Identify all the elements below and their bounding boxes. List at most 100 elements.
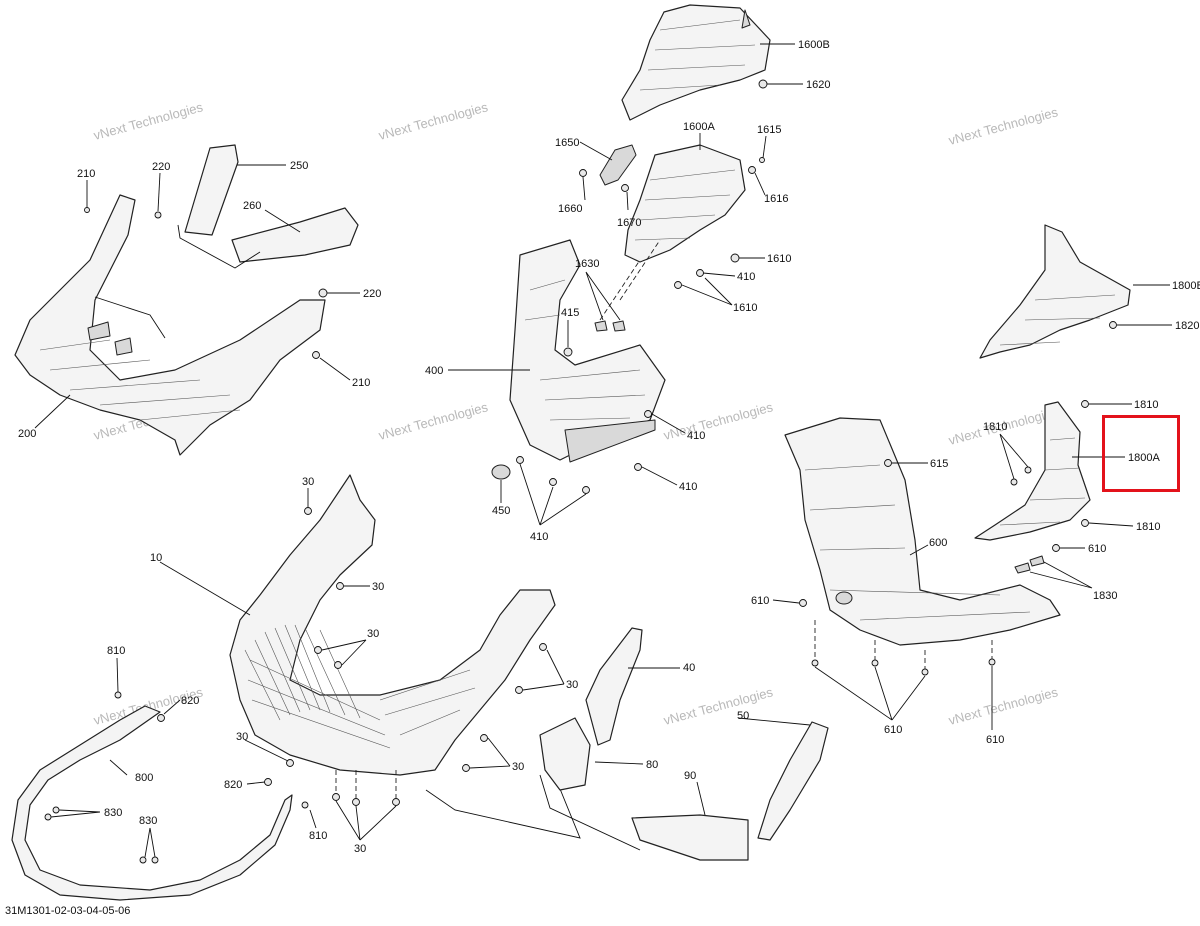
clip-1830-icon	[1014, 562, 1031, 574]
callout-30: 30	[302, 476, 314, 488]
bolt-610-icon	[871, 659, 879, 667]
part-1600b-drawing	[621, 4, 771, 121]
part-80-drawing	[539, 717, 591, 791]
callout-820: 820	[224, 779, 242, 791]
screw-210-icon	[312, 351, 320, 359]
bolt-1810-icon	[1081, 400, 1089, 408]
part-1800b-drawing	[979, 224, 1131, 359]
callout-1650: 1650	[555, 137, 579, 149]
bolt-610-icon	[988, 658, 996, 666]
bolt-410-icon	[549, 478, 557, 486]
bolt-30-icon	[392, 798, 400, 806]
bolt-30-icon	[480, 734, 488, 742]
bolt-30-icon	[352, 798, 360, 806]
bolt-410-icon	[516, 456, 524, 464]
callout-50: 50	[737, 710, 749, 722]
part-10-drawing	[229, 474, 556, 776]
callout-30: 30	[367, 628, 379, 640]
part-200-drawing	[14, 194, 326, 456]
part-400-drawing	[509, 239, 666, 463]
watermark-text: vNext Technologies	[92, 99, 205, 143]
callout-1616: 1616	[764, 193, 788, 205]
grommet-1616-icon	[748, 166, 756, 174]
bolt-30-icon	[462, 764, 470, 772]
callout-410: 410	[687, 430, 705, 442]
callout-30: 30	[372, 581, 384, 593]
callout-450: 450	[492, 505, 510, 517]
part-1600a-drawing	[624, 144, 746, 263]
callout-90: 90	[684, 770, 696, 782]
bolt-1820-icon	[1109, 321, 1117, 329]
bolt-410-icon	[644, 410, 652, 418]
bolt-30-icon	[515, 686, 523, 694]
callout-820: 820	[181, 695, 199, 707]
callout-810: 810	[107, 645, 125, 657]
callout-30: 30	[354, 843, 366, 855]
callout-210: 210	[352, 377, 370, 389]
clip-220-icon	[154, 211, 162, 219]
washer-1660-icon	[579, 169, 587, 177]
watermark-text: vNext Technologies	[662, 684, 775, 728]
leader-lines	[34, 43, 1172, 858]
bolt-610-icon	[811, 659, 819, 667]
bolt-610-icon	[1052, 544, 1060, 552]
bolt-810-icon	[114, 691, 122, 699]
bolt-410-icon	[582, 486, 590, 494]
part-1650-drawing	[599, 144, 637, 186]
callout-830: 830	[139, 815, 157, 827]
bolt-810-icon	[301, 801, 309, 809]
callout-1830: 1830	[1093, 590, 1117, 602]
highlight-box	[1102, 415, 1180, 492]
callout-400: 400	[425, 365, 443, 377]
bolt-30-icon	[304, 507, 312, 515]
callout-1630: 1630	[575, 258, 599, 270]
callout-1600b: 1600B	[798, 39, 830, 51]
bolt-1810-icon	[1024, 466, 1032, 474]
callout-1800a: 1800A	[1128, 452, 1160, 464]
bolt-610-icon	[799, 599, 807, 607]
callout-30: 30	[512, 761, 524, 773]
bolt-1810-icon	[1010, 478, 1018, 486]
bolt-410-icon	[634, 463, 642, 471]
callout-830: 830	[104, 807, 122, 819]
bolt-830-icon	[52, 806, 60, 814]
watermark-text: vNext Technologies	[947, 684, 1060, 728]
part-250-drawing	[184, 144, 239, 236]
bolt-1610-icon	[674, 281, 682, 289]
callout-410: 410	[530, 531, 548, 543]
callout-1615: 1615	[757, 124, 781, 136]
bolt-415-icon	[563, 347, 573, 357]
callout-610: 610	[1088, 543, 1106, 555]
watermark-text: vNext Technologies	[377, 399, 490, 443]
callout-80: 80	[646, 759, 658, 771]
callout-1620: 1620	[806, 79, 830, 91]
drawing-code: 31M1301-02-03-04-05-06	[5, 905, 131, 917]
part-50-drawing	[757, 721, 829, 841]
bolt-1620-icon	[758, 79, 768, 89]
callout-30: 30	[566, 679, 578, 691]
callout-40: 40	[683, 662, 695, 674]
callout-810: 810	[309, 830, 327, 842]
callout-1670: 1670	[617, 217, 641, 229]
part-90-drawing	[631, 814, 749, 861]
part-40-drawing	[585, 627, 643, 746]
callout-260: 260	[243, 200, 261, 212]
callout-410: 410	[737, 271, 755, 283]
bolt-30-icon	[539, 643, 547, 651]
part-800-drawing	[11, 705, 293, 901]
bolt-820-icon	[157, 714, 165, 722]
bolt-30-icon	[334, 661, 342, 669]
callout-1600a: 1600A	[683, 121, 715, 133]
washer-1670-icon	[621, 184, 629, 192]
bolt-30-icon	[336, 582, 344, 590]
bolt-830-icon	[151, 856, 159, 864]
callout-410: 410	[679, 481, 697, 493]
callout-200: 200	[18, 428, 36, 440]
callout-220: 220	[363, 288, 381, 300]
bolt-30-icon	[286, 759, 294, 767]
bolt-830-icon	[139, 856, 147, 864]
callout-10: 10	[150, 552, 162, 564]
bolt-830-icon	[44, 813, 52, 821]
part-260-drawing	[231, 207, 359, 263]
